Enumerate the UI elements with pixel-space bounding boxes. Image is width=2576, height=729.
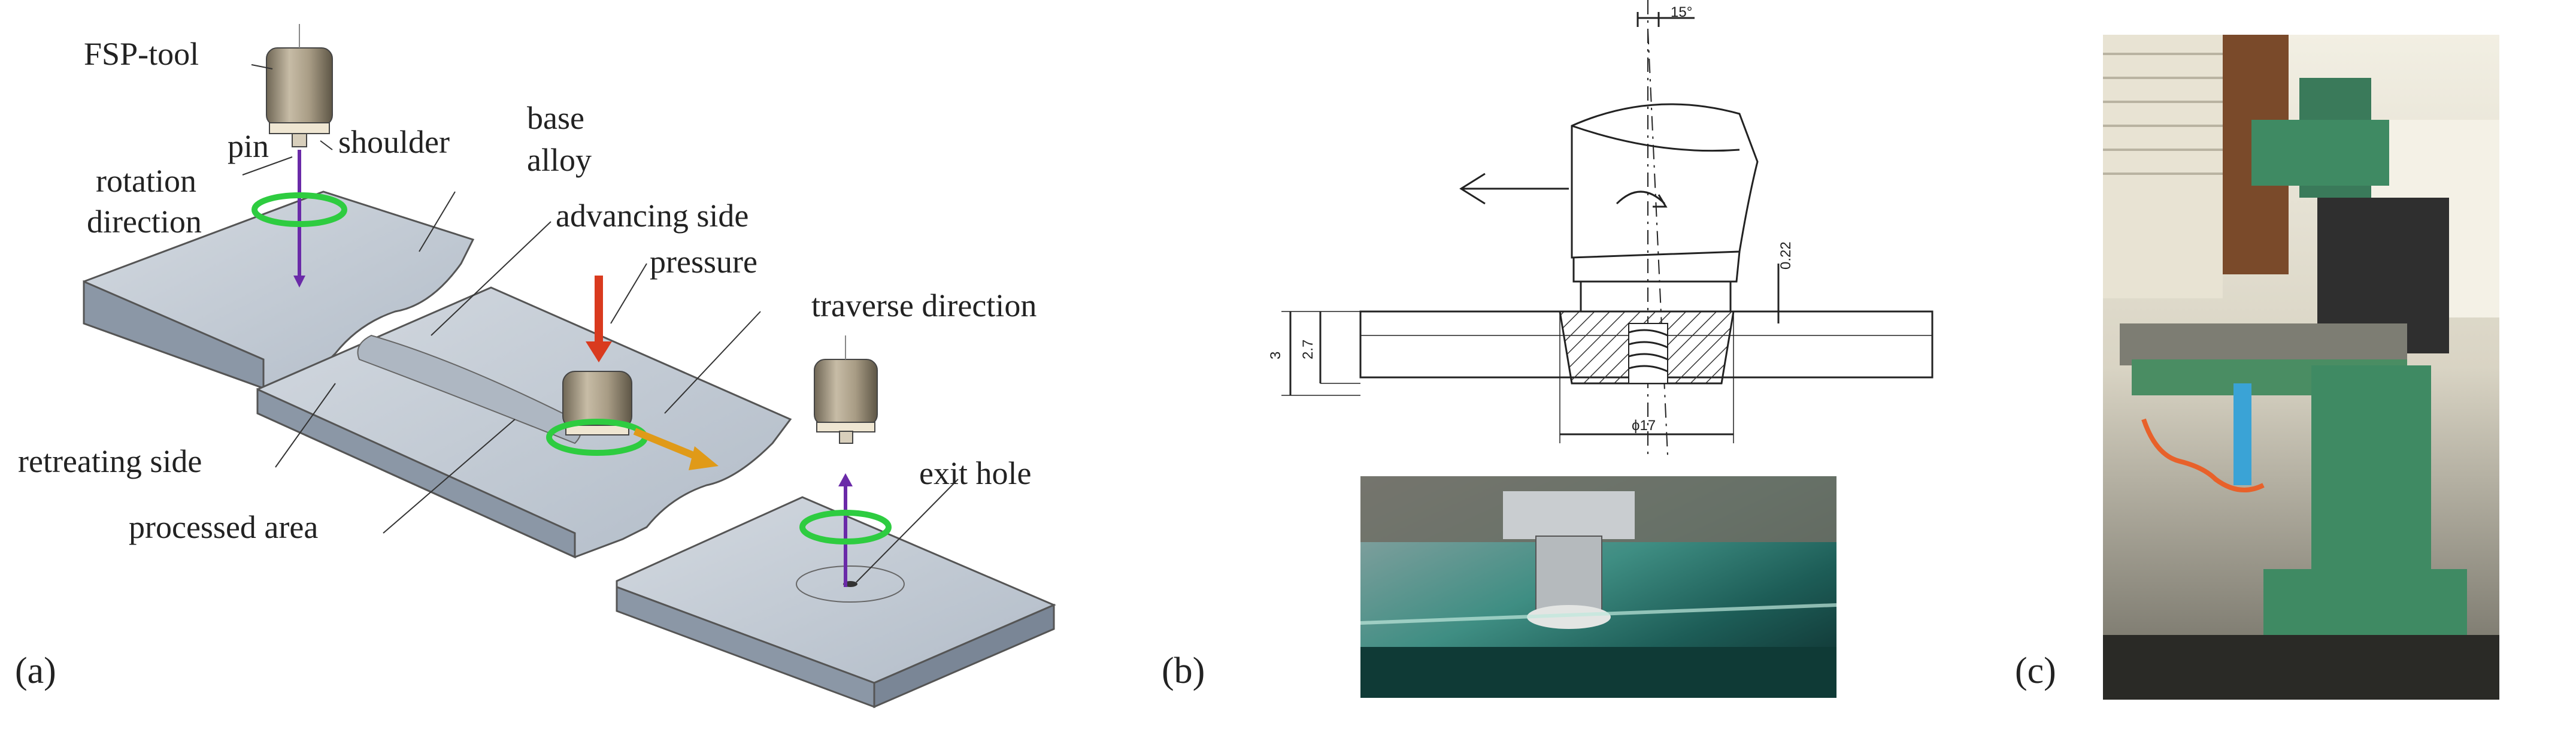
fsp-tool-exit bbox=[814, 335, 878, 444]
tool-drawing bbox=[1281, 0, 1933, 456]
angle-label: 15° bbox=[1671, 4, 1692, 20]
plate-middle bbox=[256, 286, 792, 559]
label-alloy: alloy bbox=[527, 142, 592, 178]
label-exit-hole: exit hole bbox=[919, 455, 1031, 491]
plate-right bbox=[616, 496, 1056, 709]
dim-pin-depth: 2.7 bbox=[1300, 340, 1316, 359]
panel-c: (c) bbox=[2015, 35, 2499, 700]
label-base: base bbox=[527, 100, 584, 136]
dim-plate-thickness: 3 bbox=[1268, 352, 1284, 359]
label-rotation: rotation bbox=[96, 163, 196, 199]
label-shoulder: shoulder bbox=[338, 124, 450, 160]
panel-c-photo bbox=[2103, 35, 2499, 700]
fsp-tool-top bbox=[266, 24, 333, 147]
plate-left bbox=[83, 190, 475, 390]
panel-b-letter: (b) bbox=[1162, 651, 1205, 691]
panel-a-letter: (a) bbox=[15, 651, 56, 691]
rotation-arrow-exit bbox=[799, 510, 892, 545]
label-fsp-tool: FSP-tool bbox=[84, 36, 199, 72]
dim-diameter: ϕ17 bbox=[1632, 418, 1656, 434]
label-processed-area: processed area bbox=[129, 509, 318, 545]
label-direction: direction bbox=[87, 204, 202, 240]
dim-shoulder-gap: 0.22 bbox=[1778, 241, 1794, 270]
traverse-arrow bbox=[633, 428, 702, 462]
label-pressure: pressure bbox=[650, 244, 757, 280]
label-pin: pin bbox=[228, 128, 269, 164]
panel-b-photo bbox=[1360, 476, 1837, 698]
label-retreating-side: retreating side bbox=[18, 443, 202, 479]
label-traverse-direction: traverse direction bbox=[811, 288, 1037, 323]
exit-hole-outline bbox=[796, 565, 905, 603]
panel-a: FSP-tool pin shoulder base alloy rotatio… bbox=[15, 24, 1056, 709]
rotation-arrow-top bbox=[251, 192, 347, 227]
label-advancing-side: advancing side bbox=[556, 198, 748, 234]
panel-b: 15° 0.22 3 2.7 ϕ17 (b) bbox=[1162, 0, 1933, 698]
panel-c-letter: (c) bbox=[2015, 651, 2056, 691]
